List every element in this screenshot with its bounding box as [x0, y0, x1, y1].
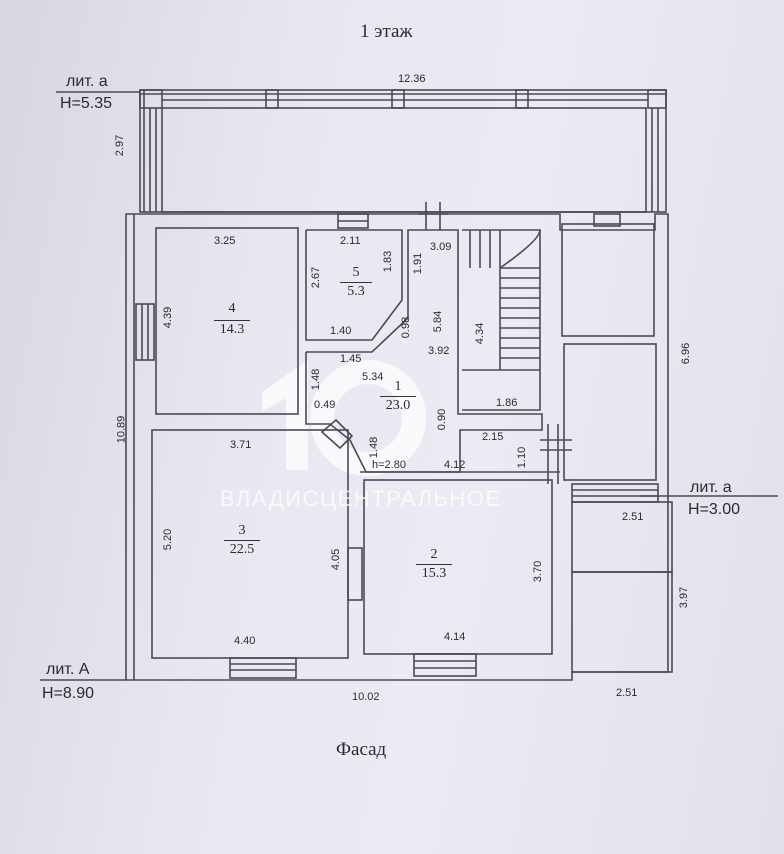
- dim-stairs-186: 1.86: [496, 397, 518, 409]
- dim-hall-534: 5.34: [362, 371, 384, 383]
- window-room-3: [229, 657, 297, 679]
- dim-room2-height: 3.70: [532, 560, 545, 583]
- room-2-area: 15.3: [416, 564, 452, 581]
- door-swing: [320, 418, 354, 450]
- dim-hall-215: 2.15: [482, 431, 504, 443]
- dim-facade-1002: 10.02: [352, 691, 380, 703]
- litera-a-right: лит. а: [690, 479, 732, 496]
- dim-room5-bottom: 1.40: [330, 325, 352, 337]
- dim-room5-width: 2.11: [340, 235, 361, 247]
- right-annex: [540, 213, 673, 673]
- dim-room3-height: 5.20: [162, 528, 175, 551]
- facade-label: Фасад: [336, 739, 387, 760]
- dim-hall-148b: 1.48: [368, 436, 381, 459]
- dim-room2-bottom: 4.14: [444, 631, 466, 643]
- dim-corridor-191: 1.91: [412, 252, 425, 275]
- dim-left-1089: 10.89: [115, 415, 128, 444]
- litera-A-main-height: H=8.90: [42, 685, 95, 702]
- window-room-4: [135, 303, 155, 361]
- dim-corridor-584: 5.84: [432, 310, 445, 333]
- dim-room5-267: 2.67: [310, 266, 323, 289]
- room-4-area: 14.3: [214, 320, 250, 337]
- litera-a-top: лит. а: [66, 73, 108, 90]
- room-3-area: 22.5: [224, 540, 260, 557]
- dim-hall-412: 4.12: [444, 459, 466, 471]
- dim-annex-397: 3.97: [678, 586, 691, 609]
- litera-a-right-height: H=3.00: [688, 501, 741, 518]
- litera-A-main: лит. А: [46, 661, 90, 678]
- doorway-room-3: [347, 547, 363, 601]
- dim-hall-145: 1.45: [340, 353, 362, 365]
- room-4-outline: [155, 227, 299, 415]
- dim-ceiling-height: h=2.80: [372, 459, 406, 471]
- dim-room3-bottom: 4.40: [234, 635, 256, 647]
- room-3-number: 3: [238, 523, 246, 538]
- dim-annex-251a: 2.51: [622, 511, 644, 523]
- room-5-area: 5.3: [340, 282, 372, 299]
- dim-room3-405: 4.05: [330, 548, 343, 571]
- dim-corridor-098: 0.98: [400, 316, 413, 339]
- dim-hall-148a: 1.48: [310, 368, 323, 391]
- room-2-number: 2: [430, 547, 438, 562]
- dim-hall-392: 3.92: [428, 345, 450, 357]
- staircase: [462, 229, 541, 411]
- dim-room4-width: 3.25: [214, 235, 236, 247]
- room-5-outline: [305, 229, 403, 341]
- dim-annex-696: 6.96: [680, 342, 693, 365]
- dim-hall-090: 0.90: [436, 408, 449, 431]
- outer-walls: [125, 213, 669, 681]
- dim-corridor-width: 3.09: [430, 241, 452, 253]
- dim-terrace-width: 12.36: [398, 73, 426, 85]
- dim-hall-049: 0.49: [314, 399, 336, 411]
- room-4-number: 4: [228, 301, 236, 316]
- window-room-2: [413, 653, 477, 677]
- plan-title: 1 этаж: [360, 21, 413, 42]
- dim-room4-height: 4.39: [162, 306, 175, 329]
- dim-room3-top: 3.71: [230, 439, 252, 451]
- dim-room5-183: 1.83: [382, 250, 395, 273]
- room-5-number: 5: [352, 265, 360, 280]
- terrace-top: [139, 89, 667, 213]
- dim-hall-110: 1.10: [516, 446, 529, 469]
- dim-facade-251b: 2.51: [616, 687, 638, 699]
- room-1-number: 1: [394, 379, 402, 394]
- watermark-text: ВЛАДИСЦЕНТРАЛЬНОЕ: [220, 486, 502, 511]
- dim-terrace-depth: 2.97: [114, 134, 127, 157]
- dim-stairs-434: 4.34: [474, 322, 487, 345]
- litera-a-top-height: H=5.35: [60, 95, 113, 112]
- room-1-area: 23.0: [380, 396, 416, 413]
